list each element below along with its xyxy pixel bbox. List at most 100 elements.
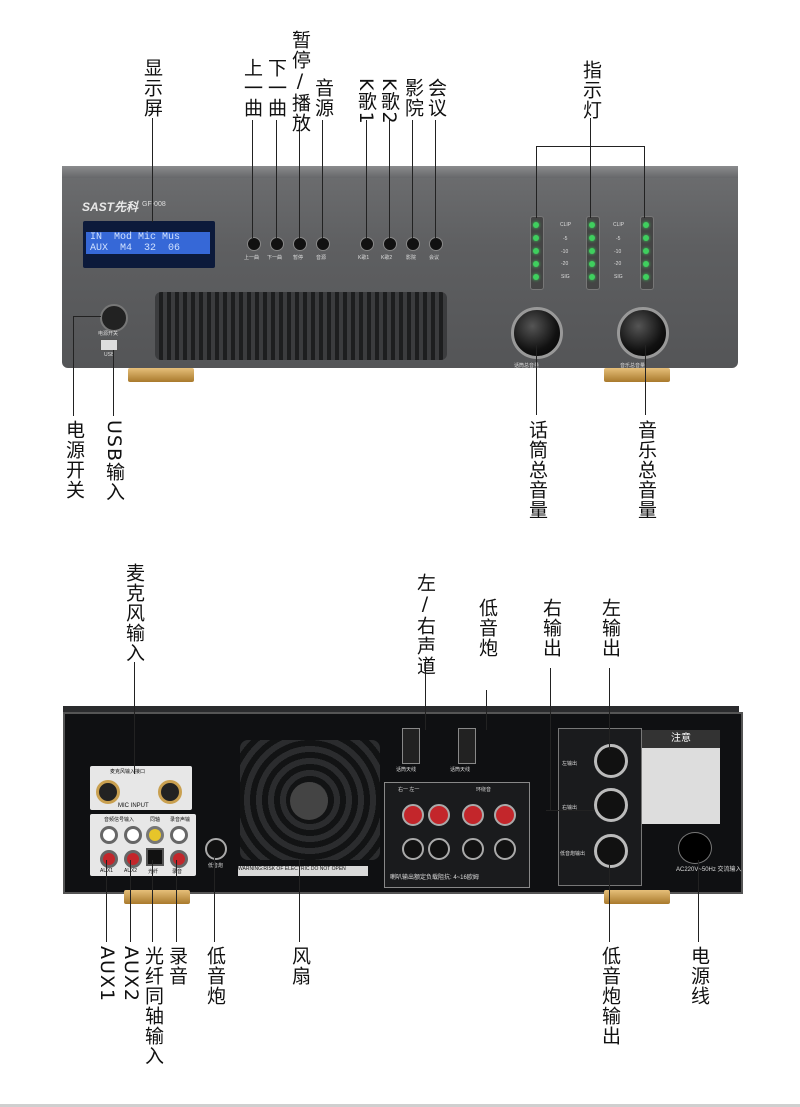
ac-label: AC220V~50Hz 交流输入 (676, 867, 742, 873)
pause-play-button[interactable] (293, 237, 307, 251)
callout-line (130, 860, 131, 942)
fan-hub (290, 782, 328, 820)
karaoke1-button[interactable] (360, 237, 374, 251)
red-speaker-post[interactable] (462, 804, 484, 826)
speakon-label: 左输出 (562, 761, 578, 767)
rec-white-jack[interactable] (170, 826, 188, 844)
mic-jack-2[interactable] (158, 780, 182, 804)
meter-label: -20 (561, 261, 569, 267)
sub-knob-label: 低音炮 (208, 863, 224, 869)
label-record: 录音 (166, 946, 188, 986)
callout-line (113, 350, 114, 416)
black-speaker-post[interactable] (428, 838, 450, 860)
usb-port[interactable] (100, 339, 118, 351)
lcd-line-1: IN Mod Mic Mus (90, 232, 181, 243)
meter-label: -10 (561, 249, 569, 255)
meeting-button[interactable] (429, 237, 443, 251)
callout-line (152, 118, 153, 222)
brand-logo: SAST先科 (82, 200, 139, 214)
source-button[interactable] (316, 237, 330, 251)
label-display: 显示屏 (141, 58, 163, 118)
aux1-white-jack[interactable] (100, 826, 118, 844)
meter-label: CLIP (560, 222, 572, 228)
next-track-button[interactable] (270, 237, 284, 251)
black-speaker-post[interactable] (462, 838, 484, 860)
button-label: 暂停 (293, 255, 304, 261)
meter-led (643, 222, 649, 228)
antenna-right (458, 728, 476, 764)
optical-port[interactable] (146, 848, 164, 866)
lcd-screen: IN Mod Mic Mus AUX M4 32 06 (86, 232, 210, 254)
vent-grille (155, 292, 447, 360)
warning-strip: WARNING:RISK OF ELECTRIC DO NOT OPEN (238, 866, 368, 876)
callout-line (322, 120, 323, 238)
callout-line (644, 146, 645, 218)
mic-input-label: MIC INPUT (118, 803, 149, 809)
mic-volume-knob[interactable] (511, 307, 563, 359)
callout-line (609, 668, 610, 750)
black-speaker-post[interactable] (494, 838, 516, 860)
callout-line (106, 860, 107, 942)
label-subwoofer-top: 低音炮 (476, 598, 498, 658)
meter-label: -20 (614, 261, 622, 267)
label-k1: K歌1 (355, 78, 377, 125)
karaoke2-button[interactable] (383, 237, 397, 251)
speaker-terminal-panel (384, 782, 530, 888)
right-output-speakon[interactable] (594, 788, 628, 822)
ac-power-inlet[interactable] (678, 832, 712, 864)
music-volume-knob[interactable] (617, 307, 669, 359)
red-speaker-post[interactable] (402, 804, 424, 826)
prev-track-button[interactable] (247, 237, 261, 251)
meter-led (643, 235, 649, 241)
speaker-footer: 喇叭输出额定负载阻抗: 4~16欧姆 (390, 875, 479, 881)
red-speaker-post[interactable] (428, 804, 450, 826)
sub-level-knob[interactable] (205, 838, 227, 860)
front-top-edge (62, 166, 738, 178)
meter-led (643, 274, 649, 280)
label-power-cord: 电源线 (688, 946, 710, 1006)
speaker-header: 右一 左一 (398, 787, 420, 793)
meter-label: CLIP (613, 222, 625, 228)
model-number: GF-008 (142, 201, 166, 208)
coax-jack[interactable] (146, 826, 164, 844)
sub-output-speakon[interactable] (594, 834, 628, 868)
aux2-red-jack[interactable] (124, 850, 142, 868)
label-sub-out: 低音炮输出 (599, 946, 621, 1046)
button-label: 会议 (429, 255, 440, 261)
antenna-left (402, 728, 420, 764)
gold-foot (604, 368, 670, 382)
label-pause-play: 暂停/播放 (289, 30, 311, 133)
black-speaker-post[interactable] (402, 838, 424, 860)
callout-line (609, 864, 610, 942)
red-speaker-post[interactable] (494, 804, 516, 826)
gold-foot (128, 368, 194, 382)
cinema-button[interactable] (406, 237, 420, 251)
rec-red-jack[interactable] (170, 850, 188, 868)
callout-line (486, 690, 487, 730)
button-label: 上一曲 (244, 255, 260, 261)
label-stereo: 左/右声道 (414, 573, 436, 676)
callout-line (412, 120, 413, 238)
callout-line (546, 810, 594, 811)
callout-line (536, 345, 537, 415)
meter-label: -10 (614, 249, 622, 255)
label-aux2: AUX2 (120, 946, 142, 1003)
left-output-speakon[interactable] (594, 744, 628, 778)
label-prev: 上一曲 (241, 58, 263, 118)
mic-jack-1[interactable] (96, 780, 120, 804)
meter-led (533, 261, 539, 267)
button-label: 下一曲 (267, 255, 283, 261)
meter-led (589, 261, 595, 267)
label-aux1: AUX1 (96, 946, 118, 1003)
meter-led (533, 235, 539, 241)
label-meeting: 会议 (425, 78, 447, 118)
callout-line (366, 120, 367, 238)
label-fan: 风扇 (289, 946, 311, 986)
lcd-display: IN Mod Mic Mus AUX M4 32 06 (83, 221, 215, 268)
power-button[interactable] (100, 304, 128, 332)
aux1-red-jack[interactable] (100, 850, 118, 868)
gold-foot (604, 890, 670, 904)
label-mic-input: 麦克风输入 (123, 563, 145, 663)
callout-line (645, 345, 646, 415)
aux2-white-jack[interactable] (124, 826, 142, 844)
